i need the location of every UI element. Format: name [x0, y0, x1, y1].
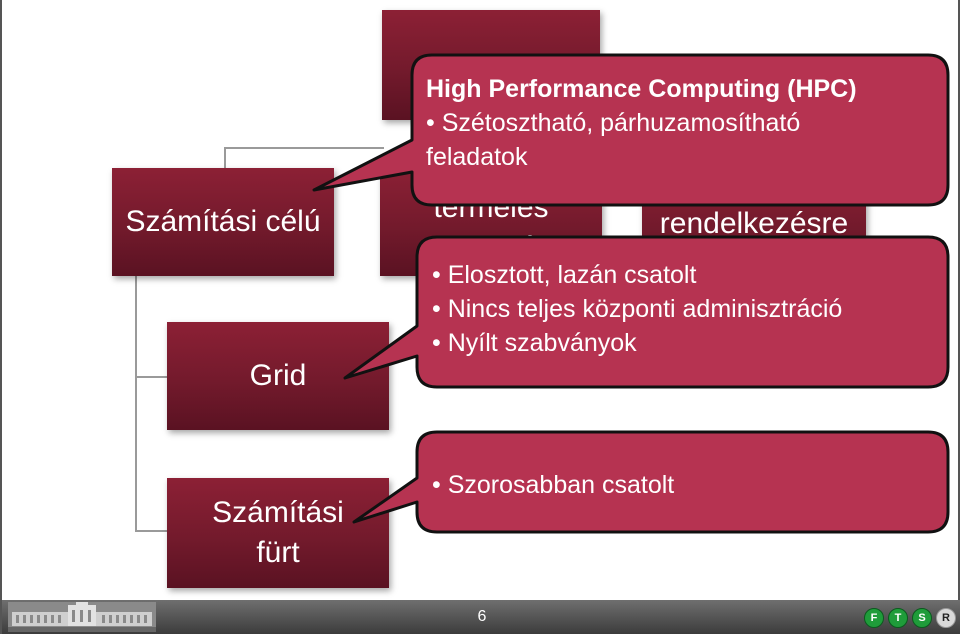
connector-left-vertical: [135, 275, 137, 531]
grid-callout-bullet: • Nincs teljes központi adminisztráció: [432, 295, 843, 323]
grid-callout-bullet: • Elosztott, lazán csatolt: [432, 261, 697, 289]
connector-top-vertical: [224, 147, 226, 169]
computing-box-label: Számítási célú: [125, 205, 321, 238]
cluster-box: Számítási fürt: [167, 478, 389, 588]
grid-callout-text: • Elosztott, lazán csatolt • Nincs telje…: [432, 258, 842, 360]
department-logo-icon: F: [864, 608, 884, 628]
hpc-callout-title: High Performance Computing (HPC): [426, 75, 857, 103]
cluster-callout-bullet: • Szorosabban csatolt: [432, 471, 675, 499]
connector-grid-branch: [135, 376, 167, 378]
grid-callout-bullet: • Nyílt szabványok: [432, 329, 637, 357]
department-logo-icon: R: [936, 608, 956, 628]
department-logo-icon: S: [912, 608, 932, 628]
grid-box-label: Grid: [249, 359, 307, 392]
computing-box: Számítási célú: [112, 168, 334, 276]
hpc-callout-text: High Performance Computing (HPC) • Széto…: [426, 72, 857, 174]
hpc-callout-bullet-line2: feladatok: [426, 143, 528, 171]
cluster-callout-text: • Szorosabban csatolt: [432, 468, 674, 502]
connector-cluster-branch: [135, 530, 167, 532]
slide-footer: 6 F T S R: [2, 600, 960, 634]
middle-box-line1: termelés: [433, 191, 549, 224]
hpc-callout-bullet-line1: • Szétosztható, párhuzamosítható: [426, 109, 801, 137]
department-logos: F T S R: [864, 608, 956, 628]
cluster-box-line2: fürt: [256, 536, 300, 569]
connector-top-horizontal: [224, 147, 384, 149]
grid-box: Grid: [167, 322, 389, 430]
department-logo-icon: T: [888, 608, 908, 628]
page-number: 6: [477, 608, 487, 625]
cluster-box-line1: Számítási: [212, 496, 344, 529]
university-building-logo: [8, 602, 156, 632]
right-box-label: rendelkezésre: [659, 207, 849, 240]
